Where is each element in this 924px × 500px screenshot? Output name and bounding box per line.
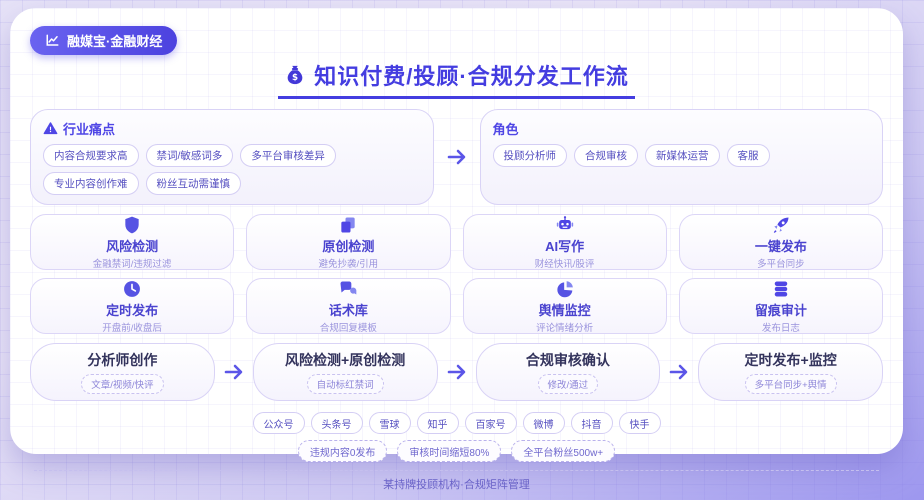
shield-icon: [122, 215, 142, 235]
feature-subtitle: 避免抄袭/引用: [318, 258, 379, 270]
svg-text:$: $: [292, 73, 298, 83]
feature-card-script-library: 话术库 合规回复模板: [246, 278, 451, 334]
role-tag: 合规审核: [574, 144, 638, 167]
step-tag: 文章/视频/快评: [81, 374, 164, 394]
platform-tag: 雪球: [368, 412, 411, 434]
rocket-icon: [771, 215, 791, 235]
chat-bubbles-icon: [338, 279, 358, 299]
stat-tag: 全平台粉丝500w+: [511, 440, 616, 462]
dashed-divider: [34, 470, 879, 471]
workflow-step-risk-originality-check: 风险检测+原创检测 自动标红禁词: [252, 343, 438, 401]
arrow-right-icon: [219, 343, 249, 401]
workflow-step-compliance-review: 合规审核确认 修改/通过: [475, 343, 661, 401]
brand-badge: 融媒宝·金融财经: [30, 26, 178, 55]
overview-row: 行业痛点 内容合规要求高 禁词/敏感词多 多平台审核差异 专业内容创作难 粉丝互…: [30, 109, 883, 205]
workflow-step-scheduled-publish-monitor: 定时发布+监控 多平台同步+舆情: [698, 343, 883, 401]
brand-badge-label: 融媒宝·金融财经: [67, 34, 163, 49]
feature-title: 风险检测: [106, 238, 159, 254]
money-bag-icon: $: [284, 64, 306, 86]
pain-tag: 多平台审核差异: [240, 144, 336, 167]
step-tag: 修改/通过: [537, 374, 599, 394]
role-tag: 投顾分析师: [492, 144, 567, 167]
step-tag: 多平台同步+舆情: [744, 374, 837, 394]
role-tag: 新媒体运营: [645, 144, 720, 167]
arrow-right-icon: [442, 343, 472, 401]
feature-subtitle: 评论情绪分析: [536, 322, 594, 334]
pain-points-header: 行业痛点: [43, 119, 421, 138]
feature-card-sentiment-monitor: 舆情监控 评论情绪分析: [462, 278, 667, 334]
feature-subtitle: 财经快讯/股评: [534, 258, 595, 270]
feature-card-audit-trail: 留痕审计 发布日志: [678, 278, 883, 334]
feature-title: 原创检测: [322, 238, 375, 254]
pain-tag: 专业内容创作难: [43, 172, 139, 195]
roles-header: 角色: [493, 119, 871, 138]
robot-icon: [555, 215, 575, 235]
roles-title: 角色: [492, 122, 519, 137]
platform-tag: 抖音: [570, 412, 613, 434]
feature-title: 话术库: [328, 302, 368, 318]
pie-chart-icon: [555, 279, 575, 299]
step-title: 风险检测+原创检测: [285, 352, 406, 368]
feature-subtitle: 多平台同步: [757, 258, 805, 270]
line-chart-icon: [45, 33, 60, 48]
platform-tag: 公众号: [252, 412, 305, 434]
main-panel: 融媒宝·金融财经 $ 知识付费/投顾·合规分发工作流 行业痛点 内容合规要求高: [10, 8, 903, 491]
roles-card: 角色 投顾分析师 合规审核 新媒体运营 客服: [479, 109, 883, 205]
feature-card-risk-detection: 风险检测 金融禁词/违规过滤: [30, 214, 235, 270]
step-tag: 自动标红禁词: [306, 374, 384, 394]
feature-subtitle: 金融禁词/违规过滤: [92, 258, 172, 270]
platform-tag: 百家号: [464, 412, 517, 434]
step-title: 定时发布+监控: [744, 352, 837, 368]
database-icon: [771, 279, 791, 299]
feature-card-originality-check: 原创检测 避免抄袭/引用: [246, 214, 451, 270]
platform-tag: 快手: [618, 412, 661, 434]
arrow-right-icon: [664, 343, 694, 401]
platform-tag: 微博: [522, 412, 565, 434]
platform-tag: 知乎: [416, 412, 459, 434]
stat-tag: 审核时间缩短80%: [397, 440, 502, 462]
clock-icon: [122, 279, 142, 299]
pain-points-card: 行业痛点 内容合规要求高 禁词/敏感词多 多平台审核差异 专业内容创作难 粉丝互…: [30, 109, 434, 205]
feature-subtitle: 开盘前/收盘后: [102, 322, 162, 334]
pain-tag: 内容合规要求高: [43, 144, 139, 167]
page-title-row: $ 知识付费/投顾·合规分发工作流: [30, 59, 883, 99]
platform-tag: 头条号: [310, 412, 363, 434]
feature-title: AI写作: [545, 238, 585, 254]
warning-icon: [43, 121, 58, 136]
copy-icon: [338, 215, 358, 235]
footer-caption: 某持牌投顾机构·合规矩阵管理: [383, 479, 530, 491]
pain-tag: 粉丝互动需谨慎: [145, 172, 241, 195]
roles-tags: 投顾分析师 合规审核 新媒体运营 客服: [492, 144, 871, 167]
feature-title: 一键发布: [754, 238, 807, 254]
workflow-row: 分析师创作 文章/视频/快评 风险检测+原创检测 自动标红禁词 合规审核确认 修…: [30, 343, 883, 401]
feature-card-ai-writing: AI写作 财经快讯/股评: [462, 214, 667, 270]
feature-subtitle: 合规回复模板: [319, 322, 377, 334]
feature-title: 定时发布: [106, 302, 159, 318]
arrow-right-icon: [440, 109, 474, 205]
feature-card-one-click-publish: 一键发布 多平台同步: [678, 214, 883, 270]
feature-title: 留痕审计: [754, 302, 807, 318]
feature-card-scheduled-publish: 定时发布 开盘前/收盘后: [30, 278, 235, 334]
step-title: 分析师创作: [87, 352, 158, 368]
pain-points-title: 行业痛点: [63, 122, 116, 137]
page-title: 知识付费/投顾·合规分发工作流: [314, 64, 629, 89]
platform-row: 公众号 头条号 雪球 知乎 百家号 微博 抖音 快手: [30, 412, 883, 434]
step-title: 合规审核确认: [525, 352, 610, 368]
pain-points-tags: 内容合规要求高 禁词/敏感词多 多平台审核差异 专业内容创作难 粉丝互动需谨慎: [43, 144, 421, 195]
workflow-step-analyst-creation: 分析师创作 文章/视频/快评: [30, 343, 215, 401]
feature-title: 舆情监控: [538, 302, 591, 318]
pain-tag: 禁词/敏感词多: [145, 144, 234, 167]
stat-tag: 违规内容0发布: [297, 440, 388, 462]
role-tag: 客服: [726, 144, 770, 167]
feature-grid: 风险检测 金融禁词/违规过滤 原创检测 避免抄袭/引用 AI写作 财经快讯/股评: [30, 214, 883, 334]
stats-row: 违规内容0发布 审核时间缩短80% 全平台粉丝500w+: [30, 440, 883, 462]
feature-subtitle: 发布日志: [761, 322, 800, 334]
